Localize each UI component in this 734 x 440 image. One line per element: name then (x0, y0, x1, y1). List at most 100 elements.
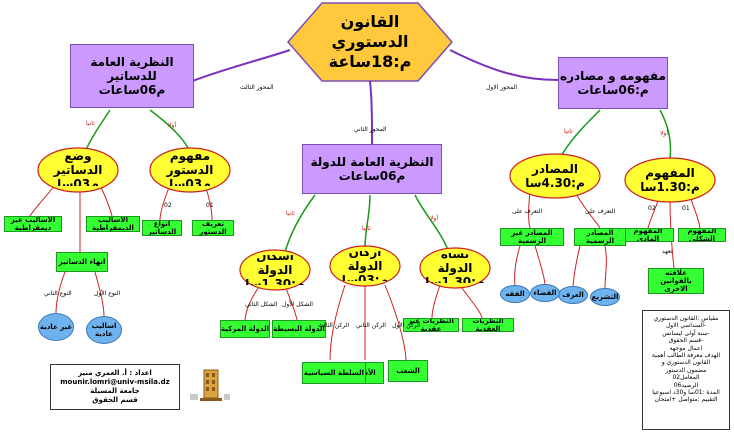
axis-third-hours: م06ساعات (98, 83, 166, 97)
edge-label-third-element: الركن الثالث (318, 322, 349, 329)
edge-label-e01: 01 (682, 205, 690, 212)
edge-label-second-element: الركن الثاني (356, 322, 386, 329)
link-unofficial-judiciary (534, 245, 546, 285)
leaf-simple-state: الدولة البسيطة (272, 320, 326, 338)
topic-forms-title: أشكال الدولة (256, 255, 294, 277)
leaf-political-power: السلطة السياسية (302, 362, 366, 384)
leaf-noncontract-theories: النظريات غير عقدية (403, 318, 459, 332)
edge-label-n01: 01 (206, 202, 214, 209)
link-pillars-people (384, 284, 407, 361)
university-logo (186, 364, 232, 404)
topic-const-making-hours: م03سا (57, 177, 99, 186)
link-central-to-axis2 (369, 80, 373, 145)
axis-first-title: مفهومه و مصادره (560, 69, 666, 83)
topic-forms-hours: م:1.30سا (245, 277, 305, 285)
leaf-custom: العرف (558, 286, 588, 304)
link-ending-abnormal (55, 271, 66, 314)
axis-second-label: المحور الثاني (354, 126, 387, 133)
topic-const-making-shape (37, 147, 119, 193)
link-axis3-const-concept (149, 109, 191, 153)
topic-sources: المصادر م:4.30سا (515, 160, 595, 192)
author-email: mounir.lomri@univ-msila.dz (60, 378, 170, 386)
edge-label-axis1-first: أولا (660, 130, 668, 137)
link-pillars-power (329, 284, 346, 361)
topic-origin-shape (419, 247, 491, 289)
link-origin-noncontract (431, 284, 441, 319)
leaf-democratic-methods: الاساليب الديمقراطية (86, 216, 140, 232)
axis-second-box: النظرية العامة للدولة م06ساعات (302, 144, 442, 194)
axis-third-label: المحور الثالث (240, 84, 274, 91)
leaf-judiciary: القضاء (530, 284, 560, 302)
topic-forms: أشكال الدولة م:1.30سا (242, 255, 308, 285)
edge-label-by-topic2: التعرف على (512, 208, 543, 215)
axis-second-hours: م06ساعات (338, 169, 406, 183)
leaf-material-concept: المفهوم المادي (622, 228, 674, 242)
link-cm-democratic (99, 184, 113, 217)
topic-sources-hours: م:4.30سا (525, 176, 585, 190)
topic-pillars-hours: م:03سا (341, 273, 389, 281)
link-sources-unofficial (528, 191, 531, 229)
edge-label-axis3-first: أولا (168, 122, 176, 129)
axis-first-box: مفهومه و مصادره م:06ساعات (558, 57, 668, 109)
edge-label-n02: 02 (164, 202, 172, 209)
link-origin-contract (459, 284, 483, 319)
topic-pillars-title: أركان الدولة (347, 251, 383, 273)
topic-origin: نشأة الدولة م:1.30سا (422, 253, 488, 283)
link-official-custom (572, 245, 581, 287)
link-forms-complex (244, 284, 261, 321)
axis-first-hours: م:06ساعات (577, 83, 649, 97)
edge-label-first-type: النوع الأول (94, 290, 121, 297)
link-axis3-const-making (85, 109, 111, 151)
topic-const-making-title: وضع الدساتير (53, 154, 103, 177)
author-university: جامعة المسيلة (90, 387, 140, 395)
central-title: القانون الدستوري (331, 12, 409, 51)
axis-second-title: النظرية العامة للدولة (310, 155, 434, 169)
leaf-official-sources: المصادر الرسمية (574, 228, 626, 246)
edge-label-accompanies: تعهد (662, 248, 673, 255)
link-axis2-forms (284, 194, 316, 253)
author-name: اعداد : أ. العمري منير (78, 369, 152, 377)
leaf-doctrine: الفقه (500, 285, 530, 303)
edge-label-first-element: الركن الأول (392, 322, 421, 329)
topic-const-concept-title: مفهوم الدستور (166, 154, 214, 177)
edge-label-e02: 02 (648, 205, 656, 212)
logo-icon (190, 369, 230, 401)
link-central-to-axis3 (189, 49, 291, 83)
leaf-complex-state: الدولة المركبة (220, 320, 270, 338)
central-hexagon-shape (287, 2, 453, 82)
topic-const-concept-hours: م03سا (169, 177, 211, 186)
topic-const-concept-shape (149, 147, 231, 193)
topic-sources-title: المصادر (531, 162, 579, 176)
topic-concept-shape (624, 157, 716, 203)
course-legend-box: مقياس :القانون الدستوري -السداسي الاول -… (642, 310, 730, 430)
author-info-box: اعداد : أ. العمري منير mounir.lomri@univ… (50, 364, 180, 410)
link-official-legislation (604, 245, 607, 289)
edge-label-second-form: الشكل الثاني (245, 301, 278, 308)
edge-label-by-topic: التعرف على (585, 208, 616, 215)
topic-pillars: أركان الدولة م:03سا (332, 251, 398, 281)
axis-third-title: النظرية العامة للدساتير (90, 55, 174, 83)
leaf-normal-methods: اساليب عادية (86, 316, 122, 344)
link-unofficial-doctrine (514, 245, 521, 286)
axis-first-label: المحور الاول (486, 84, 518, 91)
edge-label-axis3-second: ثانيا (86, 120, 95, 127)
topic-const-making: وضع الدساتير م03سا (40, 154, 116, 186)
leaf-relation-laws: علاقته بالقوانين الاخرى (648, 268, 704, 294)
link-central-to-axis1 (449, 49, 559, 81)
edge-label-second-type: النوع الثاني (44, 290, 72, 297)
link-axis1-concept (659, 109, 672, 161)
leaf-nondemocratic-methods: الاساليب غير ديمقراطية (4, 216, 62, 232)
leaf-define-constitution: تعريف الدستور (192, 220, 234, 236)
link-axis2-pillars (364, 194, 371, 249)
topic-sources-shape (509, 153, 601, 199)
edge-label-axis2-third: ثانيا (286, 210, 295, 217)
topic-const-concept: مفهوم الدستور م03سا (152, 154, 228, 186)
leaf-ending-constitutions: انهاء الدساتير (56, 252, 108, 272)
topic-pillars-shape (329, 245, 401, 287)
topic-concept-title: المفهوم (645, 166, 695, 180)
link-ending-normal (94, 271, 105, 317)
link-sources-official (574, 191, 601, 229)
topic-concept: المفهوم م:1.30سا (630, 164, 710, 196)
